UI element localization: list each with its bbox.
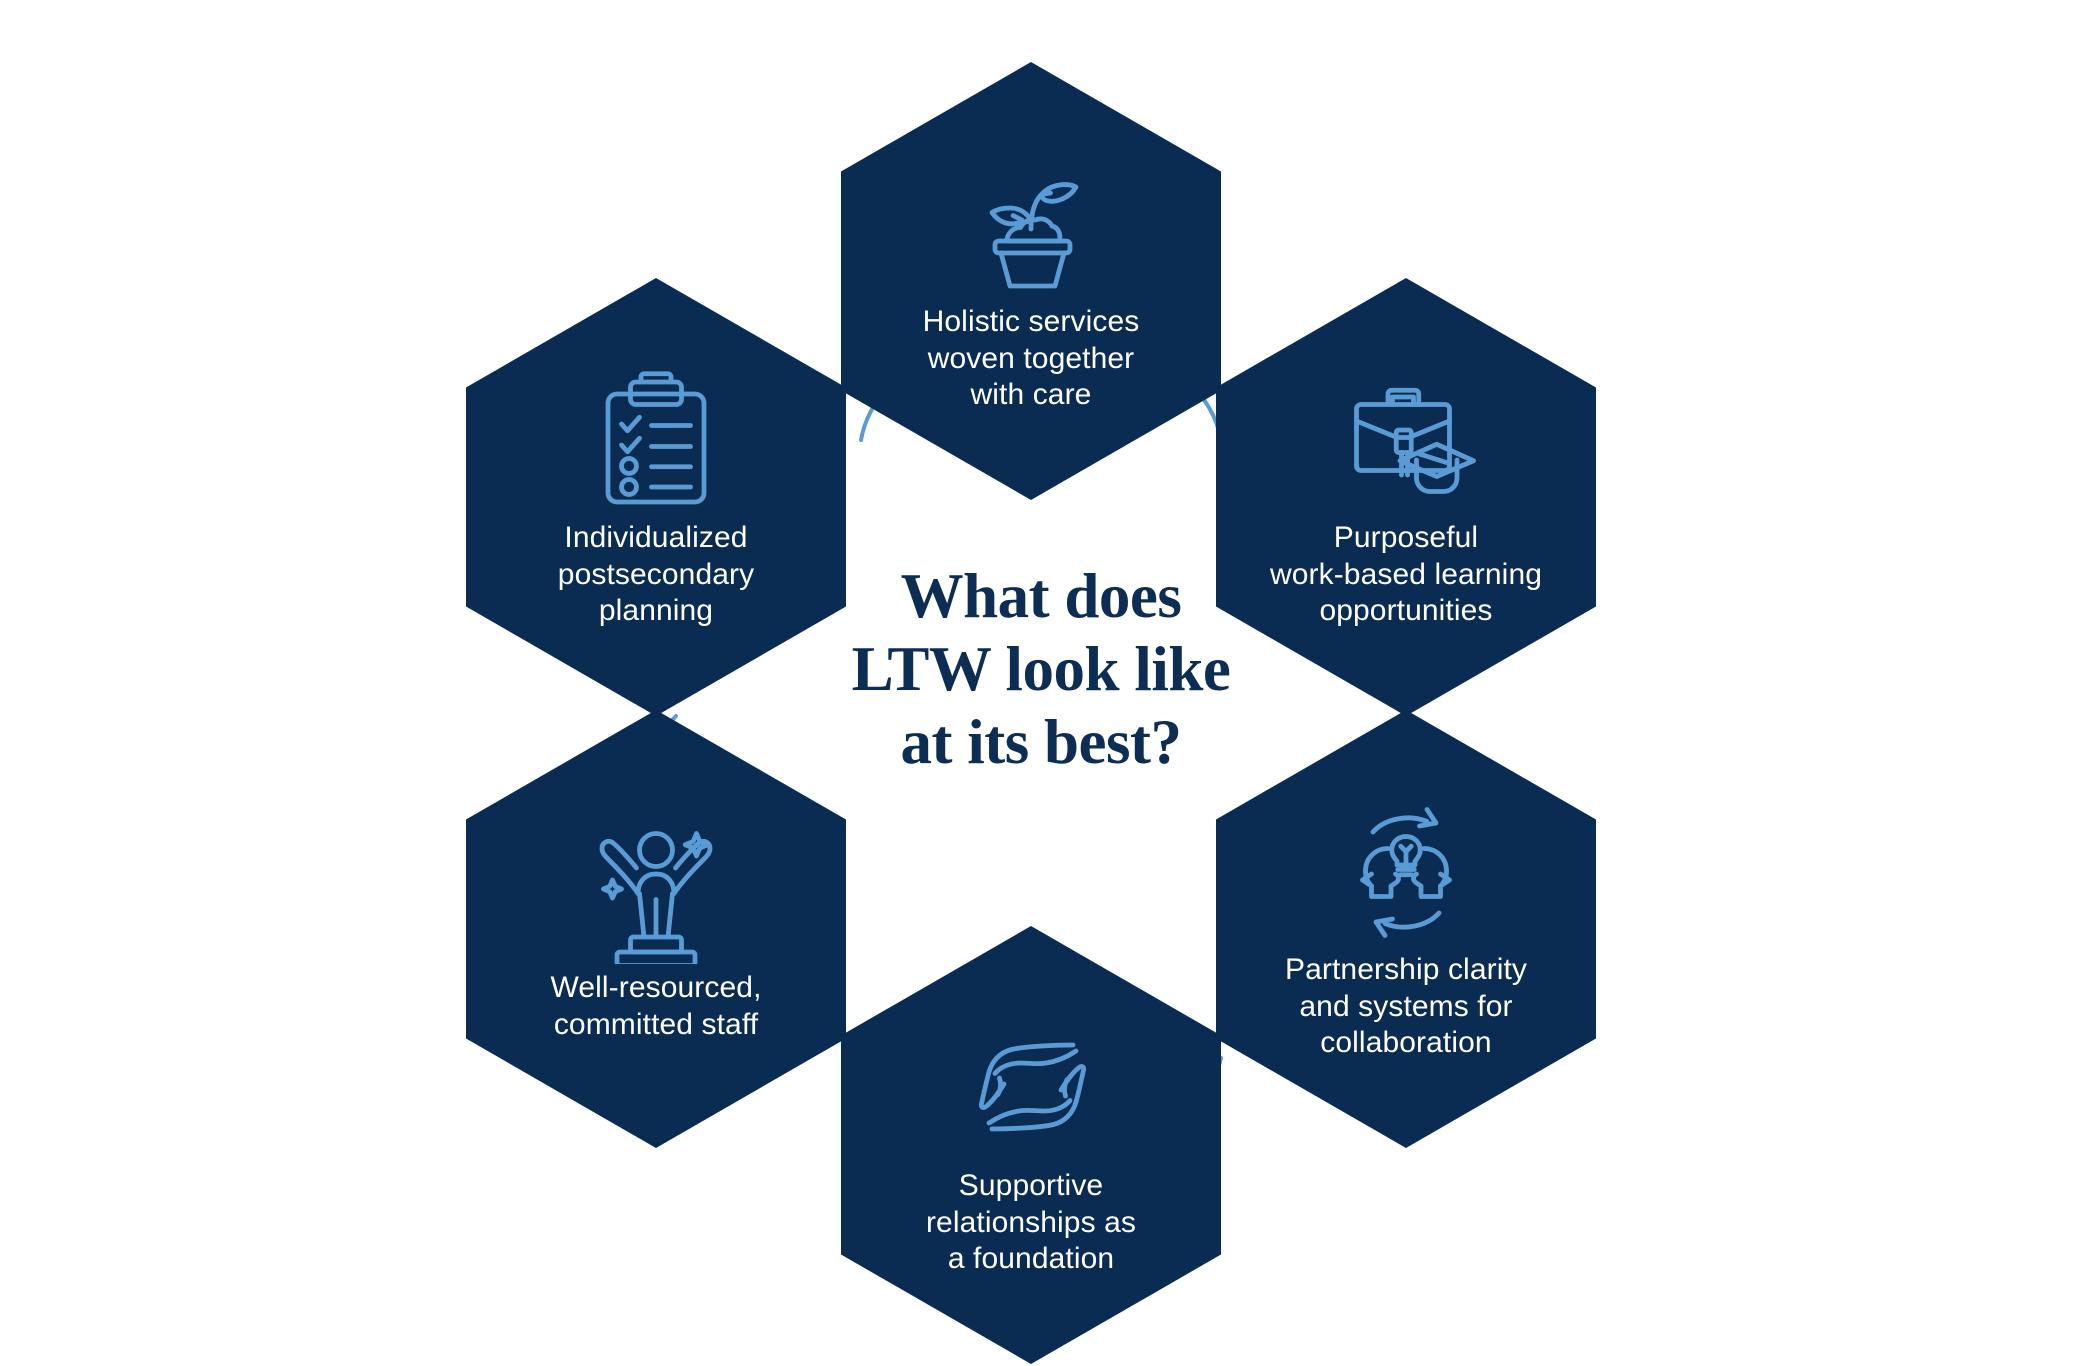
hex-label-workbased: Purposeful work-based learning opportuni… — [1269, 521, 1543, 628]
hex-label-supportive: Supportive relationships as a foundation — [925, 1169, 1137, 1276]
hex-node-partnership[interactable]: Partnership clarity and systems for coll… — [1216, 710, 1596, 1148]
hex-node-holistic[interactable]: Holistic services woven together with ca… — [841, 62, 1221, 500]
hex-node-wellresourced[interactable]: Well-resourced, committed staff — [466, 710, 846, 1148]
hex-node-individualized[interactable]: Individualized postsecondary planning — [466, 278, 846, 716]
hex-label-holistic: Holistic services woven together with ca… — [922, 305, 1140, 412]
person-on-pedestal-icon — [581, 814, 731, 965]
potted-seedling-icon — [956, 148, 1106, 298]
two-heads-lightbulb-icon — [1331, 796, 1481, 946]
page-title: What does LTW look like at its best? — [851, 561, 1231, 778]
hex-label-individualized: Individualized postsecondary planning — [557, 521, 755, 628]
hex-node-supportive[interactable]: Supportive relationships as a foundation — [841, 926, 1221, 1364]
clipboard-checklist-icon — [581, 364, 731, 514]
briefcase-graduation-cap-icon — [1331, 364, 1481, 514]
hex-node-workbased[interactable]: Purposeful work-based learning opportuni… — [1216, 278, 1596, 716]
hex-background — [1216, 278, 1596, 716]
hex-label-wellresourced: Well-resourced, committed staff — [550, 971, 762, 1041]
hex-label-partnership: Partnership clarity and systems for coll… — [1285, 953, 1527, 1060]
cupped-hands-icon — [956, 1012, 1106, 1162]
